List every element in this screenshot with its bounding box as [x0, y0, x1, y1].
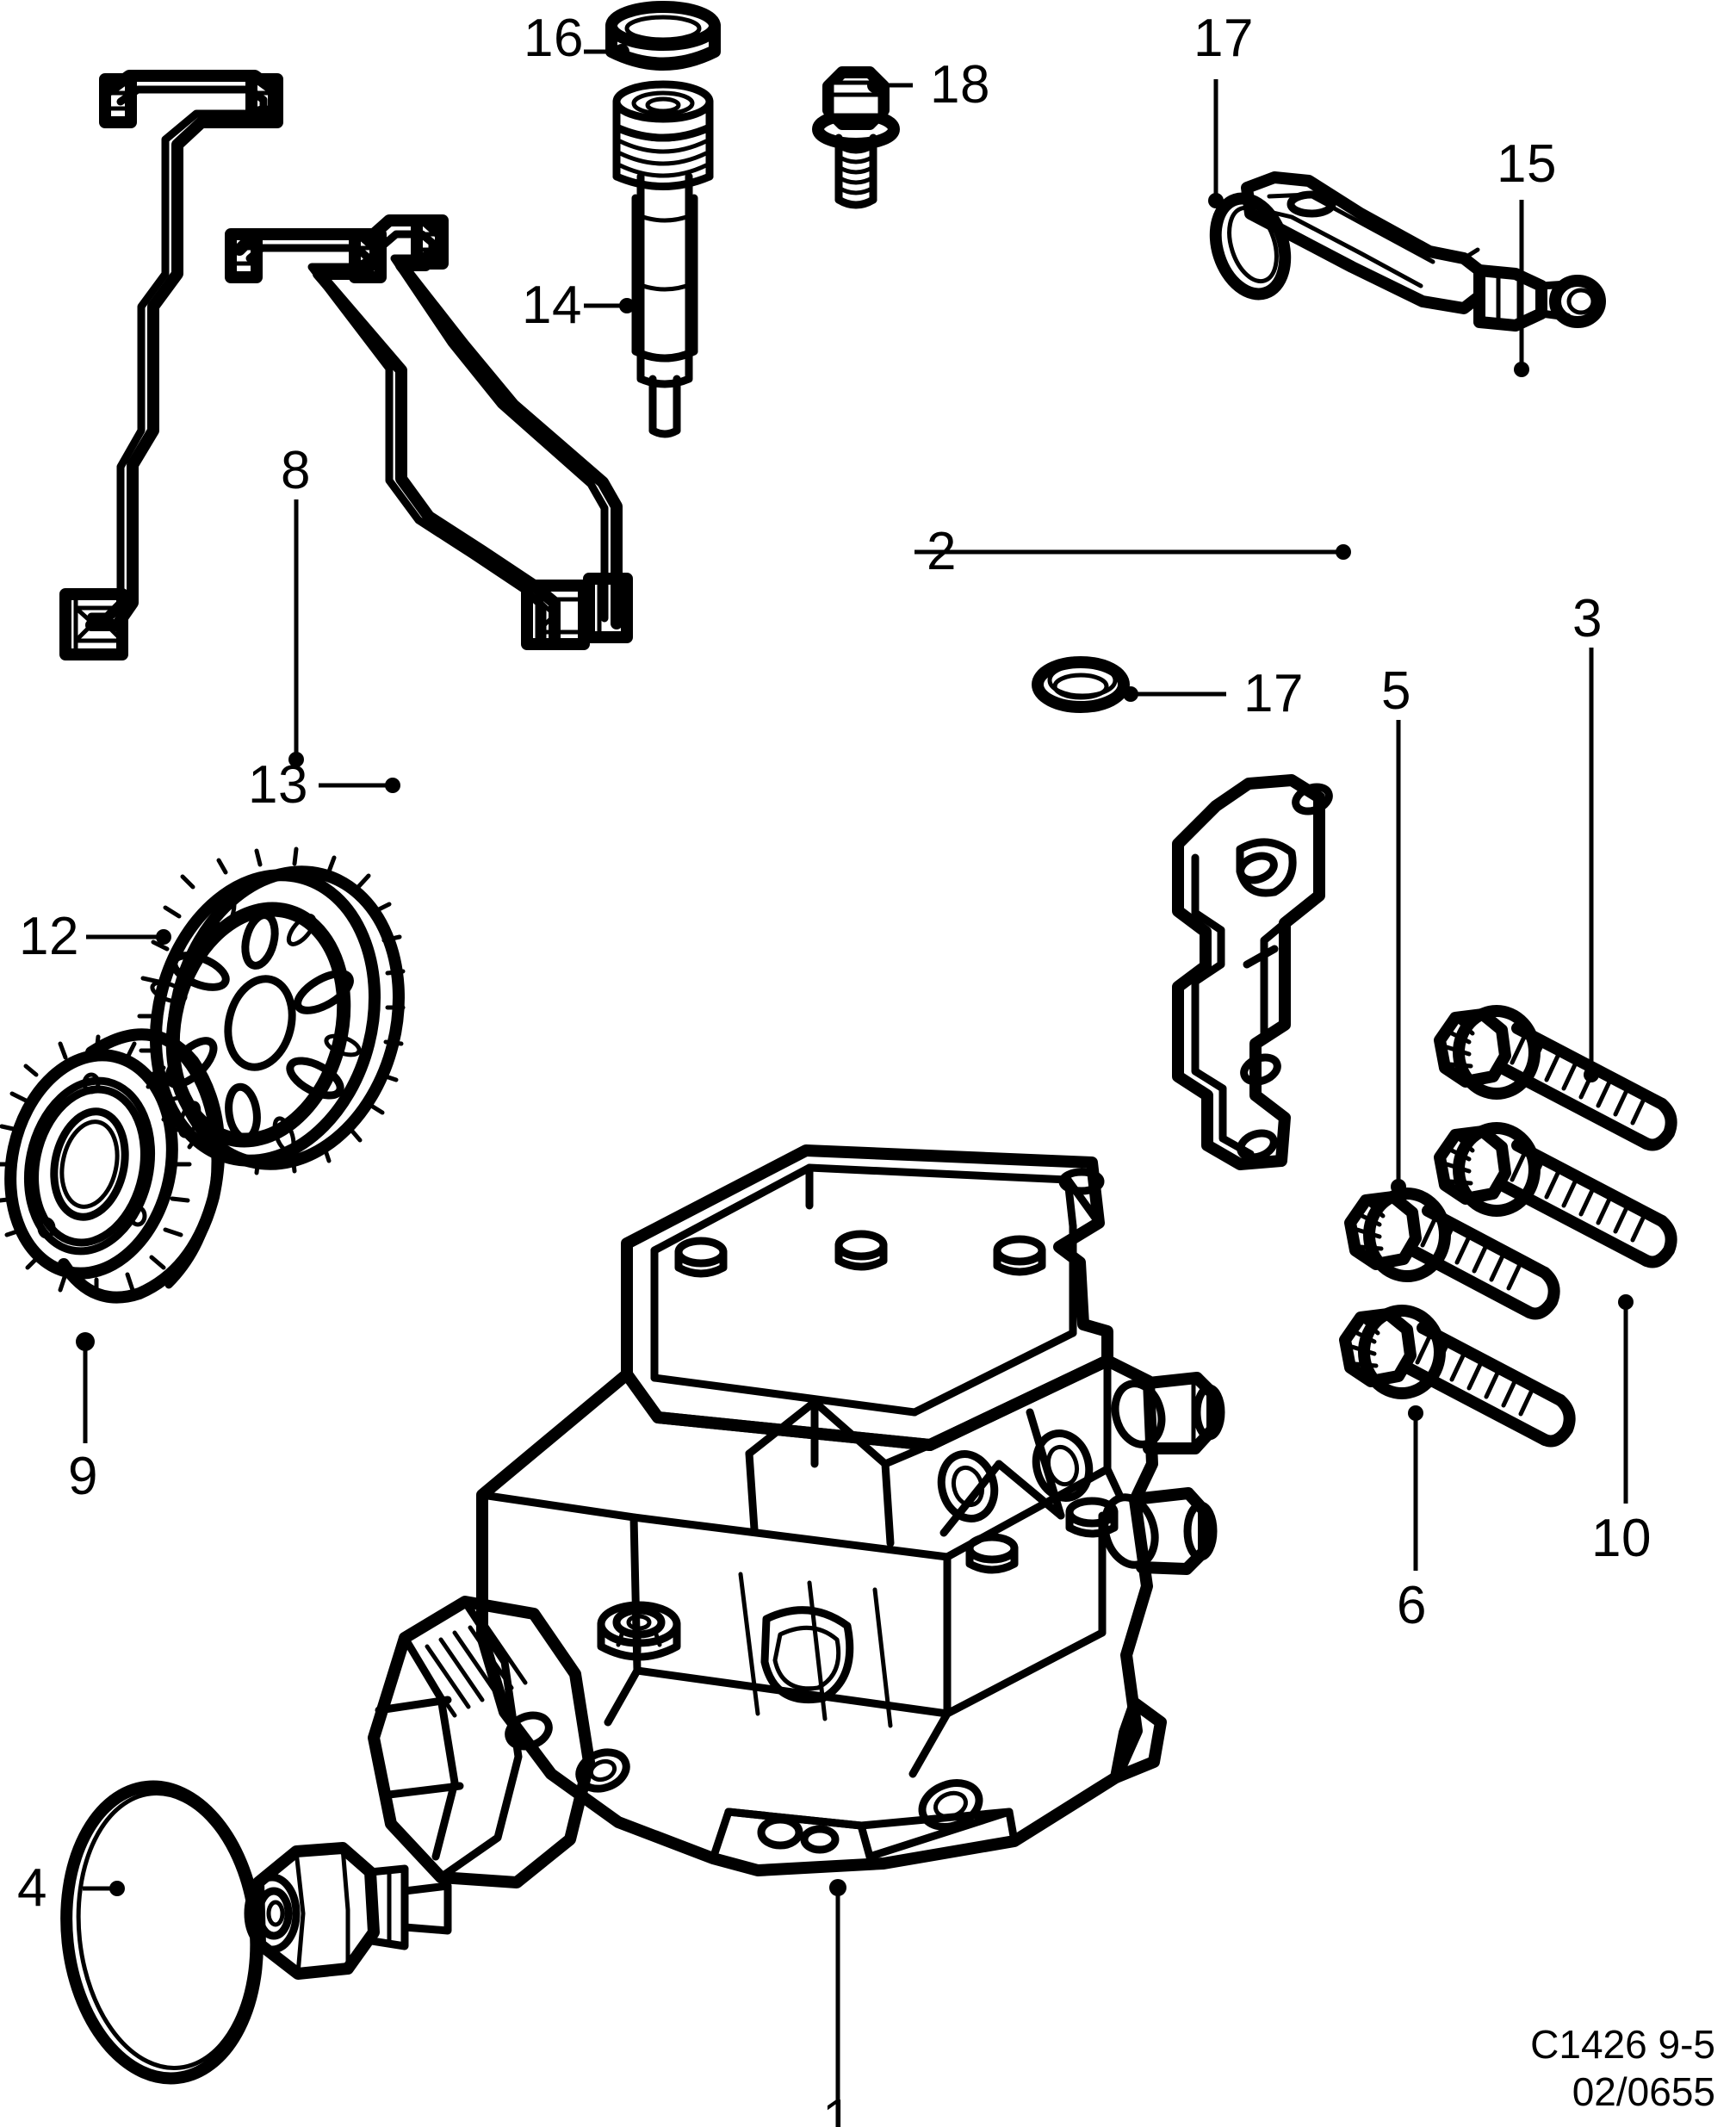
callout-11: 12 [19, 907, 79, 966]
part-12-fuel-pipe-short [225, 214, 633, 650]
part-14-injector-clamp [1241, 171, 1606, 332]
part-16-sealing-washer [1032, 656, 1130, 713]
part-9-sprocket-small [0, 1028, 226, 1304]
callout-16: 17 [1243, 664, 1304, 723]
part-10-flange-bolt [1434, 1122, 1677, 1268]
callout-18: 18 [930, 55, 990, 115]
part-18-clamp-bolt [812, 66, 900, 209]
callout-6: 6 [1397, 1576, 1427, 1635]
callout-13: 14 [522, 276, 582, 335]
callout-14: 15 [1497, 134, 1557, 194]
part-13-injector [612, 80, 714, 438]
callout-1: 1 [822, 2089, 852, 2127]
part-1-injection-pump [244, 1144, 1225, 1980]
callout-10: 10 [1591, 1509, 1652, 1568]
callout-12: 13 [248, 755, 308, 815]
callout-leaders [76, 44, 1634, 2127]
callout-17: 17 [1194, 9, 1254, 68]
part-2-mounting-bracket [1172, 774, 1333, 1170]
part-5-flange-bolt [1344, 1188, 1560, 1320]
diagram-footer: C1426 9-5 02/0655 [1530, 2021, 1715, 2115]
part-4-o-ring-large [60, 1780, 264, 2085]
footer-line-2: 02/0655 [1572, 2068, 1715, 2114]
callout-2: 2 [927, 522, 957, 581]
part-8-sprocket-large [137, 846, 406, 1175]
callout-3: 3 [1572, 589, 1603, 648]
callout-4: 4 [17, 1858, 47, 1918]
callout-8: 8 [281, 441, 311, 500]
footer-line-1: C1426 9-5 [1530, 2022, 1715, 2068]
part-11-fuel-pipe-long [59, 70, 283, 660]
callout-9: 9 [68, 1447, 98, 1506]
part-6-flange-bolt [1339, 1305, 1576, 1448]
callout-15: 16 [524, 9, 584, 68]
part-3-flange-bolt [1434, 1005, 1677, 1151]
callout-5: 5 [1381, 661, 1411, 721]
